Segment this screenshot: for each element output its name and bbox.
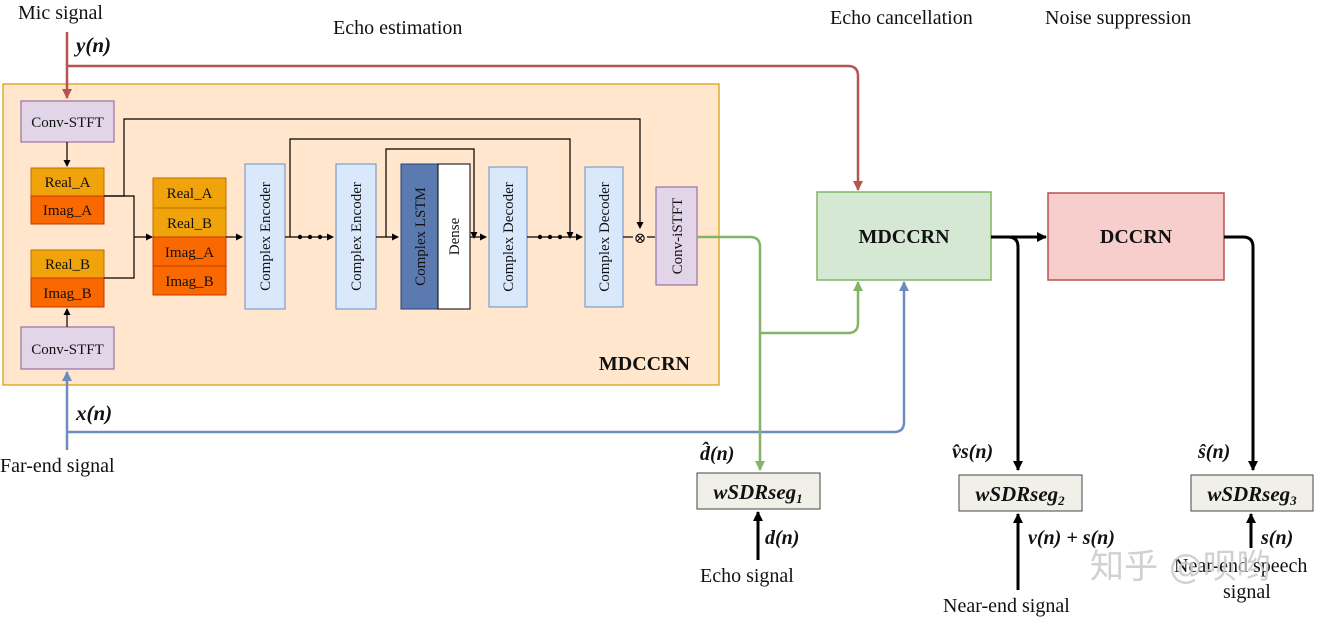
imag-b-label: Imag_B bbox=[43, 286, 91, 302]
skip-encoder2-to-decoder1 bbox=[385, 148, 478, 239]
dense-layer bbox=[437, 163, 471, 310]
complex-encoder-1 bbox=[244, 163, 286, 310]
loss2-reference: v(n) + s(n) bbox=[1028, 527, 1115, 549]
line-mdccrn-to-loss2 bbox=[1007, 235, 1023, 471]
stack-real-a: Real_A bbox=[167, 186, 213, 202]
loss2-label: wSDRseg2 bbox=[975, 482, 1065, 508]
loss1-box bbox=[696, 472, 821, 510]
dense-label: Dense bbox=[447, 217, 463, 255]
near-end-speech-label-line2: signal bbox=[1223, 581, 1271, 603]
dccrn-block-label: DCCRN bbox=[1100, 226, 1173, 248]
complex-encoder-2-label: Complex Encoder bbox=[349, 182, 365, 291]
conv-stft-top bbox=[20, 100, 115, 143]
real-b-label: Real_B bbox=[45, 257, 90, 273]
real-a-label: Real_A bbox=[45, 175, 91, 191]
complex-decoder-2-label: Complex Decoder bbox=[597, 182, 613, 292]
echo-estimation-label: Echo estimation bbox=[333, 17, 462, 39]
mic-line-to-mdccrn bbox=[67, 64, 863, 191]
dccrn-block bbox=[1047, 192, 1225, 281]
imag-a-box bbox=[30, 195, 105, 225]
mdccrn-block-label: MDCCRN bbox=[858, 226, 950, 248]
conv-stft-bottom bbox=[20, 326, 115, 370]
green-line-to-loss1 bbox=[697, 235, 765, 471]
ellipsis-dots-2 bbox=[537, 234, 563, 240]
loss2-estimate: v̂s(n) bbox=[952, 441, 993, 463]
complex-lstm bbox=[400, 163, 439, 310]
complex-decoder-1-label: Complex Decoder bbox=[501, 182, 517, 292]
mic-signal-label: Mic signal bbox=[18, 2, 103, 24]
conv-istft bbox=[655, 186, 698, 286]
skip-input-to-multiply bbox=[104, 118, 644, 229]
conv-stft-bottom-label: Conv-STFT bbox=[31, 342, 104, 358]
complex-encoder-2 bbox=[335, 163, 377, 310]
near-end-signal-label: Near-end signal bbox=[943, 595, 1070, 617]
multiply-symbol: ⊗ bbox=[634, 231, 647, 247]
far-signal-math: x(n) bbox=[75, 401, 112, 425]
line-dccrn-to-loss3 bbox=[1224, 235, 1258, 471]
loss3-estimate: ŝ(n) bbox=[1197, 441, 1230, 463]
complex-lstm-label: Complex LSTM bbox=[413, 187, 429, 286]
loss3-box bbox=[1190, 474, 1314, 512]
loss3-label: wSDRseg3 bbox=[1207, 482, 1297, 508]
echo-signal-label: Echo signal bbox=[700, 565, 794, 587]
complex-decoder-2 bbox=[584, 166, 624, 308]
conv-istft-label: Conv-iSTFT bbox=[670, 198, 686, 275]
near-end-speech-label-line1: Near-end speech bbox=[1174, 555, 1307, 577]
mic-signal-math: y(n) bbox=[73, 33, 111, 57]
green-line-to-mdccrn bbox=[760, 281, 863, 335]
stack-imag-a: Imag_A bbox=[165, 245, 214, 261]
far-end-signal-label: Far-end signal bbox=[0, 455, 115, 477]
loss2-box bbox=[958, 474, 1083, 512]
complex-encoder-1-label: Complex Encoder bbox=[258, 182, 274, 291]
conv-stft-top-label: Conv-STFT bbox=[31, 115, 104, 131]
loss1-reference: d(n) bbox=[765, 527, 799, 549]
skip-encoder1-to-decoder2 bbox=[289, 138, 574, 239]
loss1-label: wSDRseg1 bbox=[713, 480, 802, 506]
loss3-reference: s(n) bbox=[1260, 527, 1293, 549]
far-line-to-mdccrn bbox=[67, 281, 909, 434]
watermark: 知乎 @呗哟 bbox=[1090, 547, 1271, 587]
noise-suppression-label: Noise suppression bbox=[1045, 7, 1191, 29]
real-a-box bbox=[30, 167, 105, 197]
stack-imag-b: Imag_B bbox=[165, 274, 213, 290]
stacked-features: Real_A Real_B Imag_A Imag_B bbox=[152, 177, 227, 296]
stack-real-b: Real_B bbox=[167, 216, 212, 232]
loss1-estimate: d̂(n) bbox=[700, 440, 734, 465]
inner-mdccrn-title: MDCCRN bbox=[599, 353, 691, 375]
ellipsis-dots-1 bbox=[297, 234, 323, 240]
imag-a-label: Imag_A bbox=[43, 203, 92, 219]
echo-cancellation-label: Echo cancellation bbox=[830, 7, 973, 29]
imag-b-box bbox=[30, 277, 105, 308]
